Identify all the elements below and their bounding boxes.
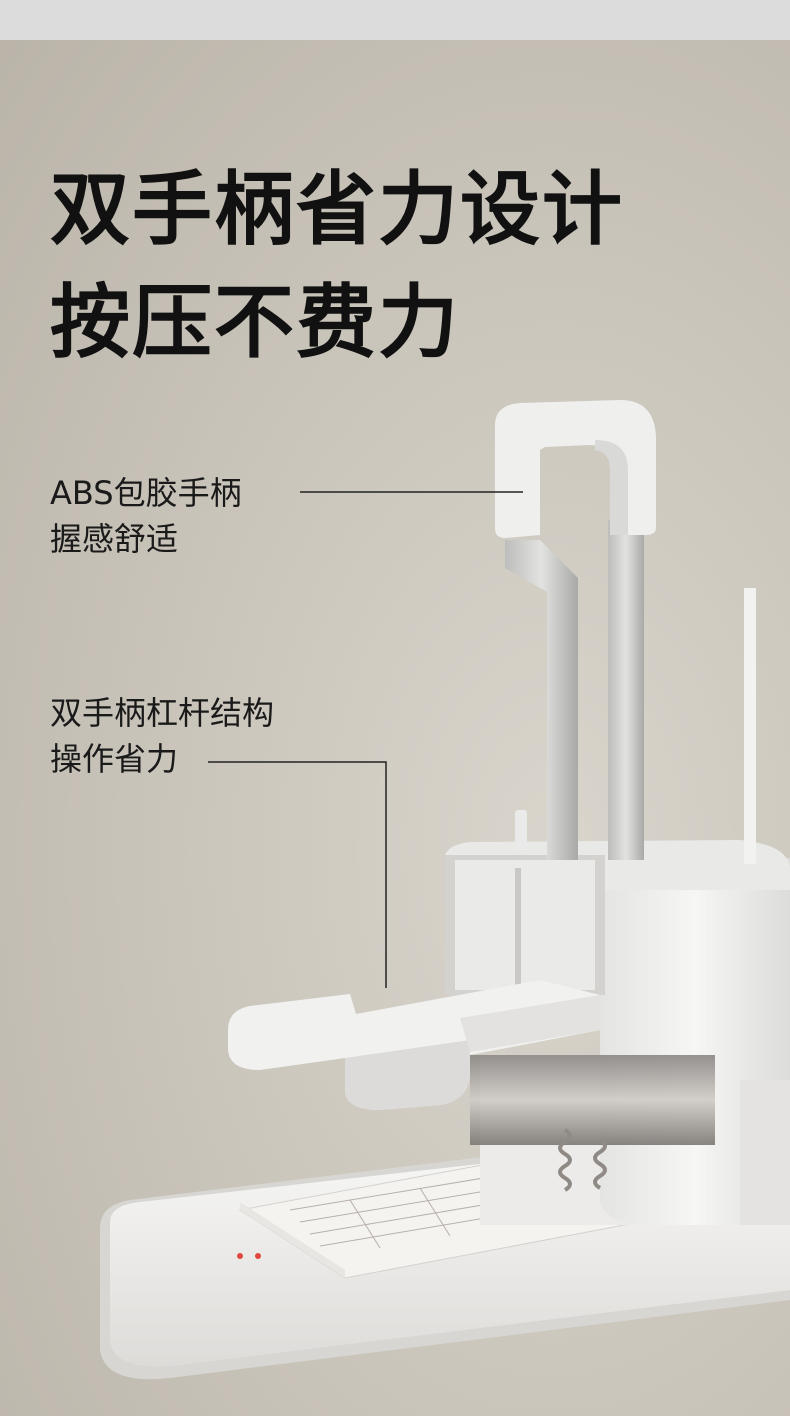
callout-lever-structure-line-1: 双手柄杠杆结构: [50, 694, 275, 732]
handle-posts: [505, 520, 756, 864]
headline-line-2: 按压不费力: [50, 276, 460, 369]
machine-body: [470, 858, 790, 1225]
callout-abs-handle-line-2: 握感舒适: [50, 520, 179, 559]
top-handle: [495, 400, 656, 538]
callout-lever-structure: 双手柄杠杆结构 操作省力: [50, 690, 274, 783]
callout-abs-handle: ABS包胶手柄 握感舒适: [50, 470, 242, 563]
top-bar: [0, 0, 790, 40]
callout-abs-handle-line-1: ABS包胶手柄: [50, 474, 242, 512]
leader-lines: [208, 491, 523, 988]
callout-lever-structure-line-2: 操作省力: [50, 740, 179, 779]
headline-line-1: 双手柄省力设计: [50, 163, 624, 256]
upper-housing: [445, 840, 790, 995]
lower-handle: [228, 980, 600, 1110]
leader-line-lower-handle: [208, 761, 387, 988]
